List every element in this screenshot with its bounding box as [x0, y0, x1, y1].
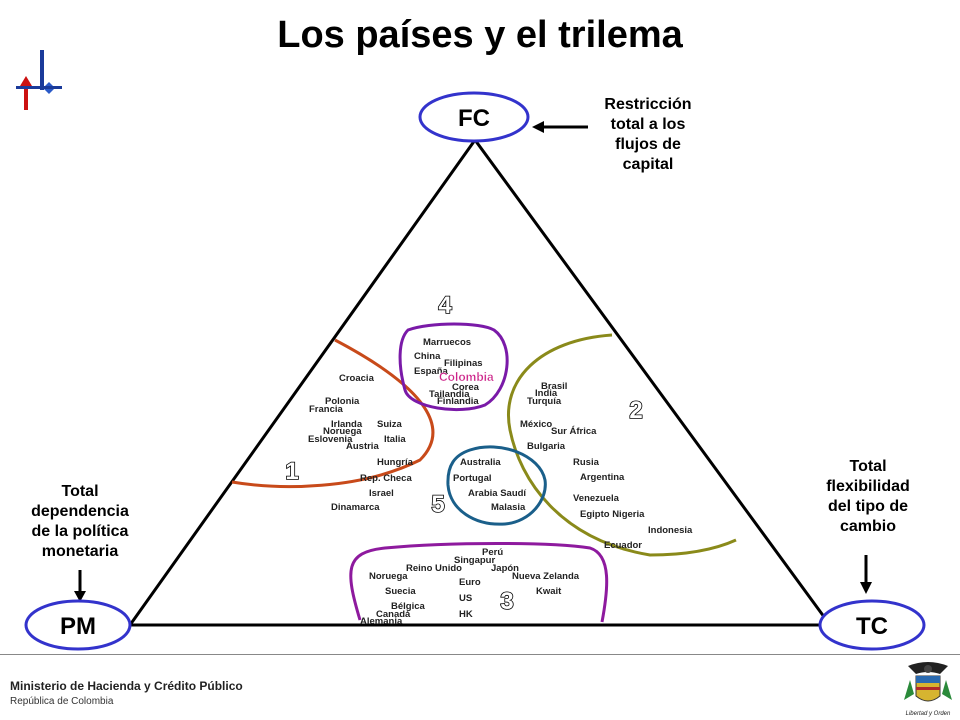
country-label: Turquía: [527, 396, 562, 407]
page-title: Los países y el trilema: [277, 14, 683, 56]
country-label: Noruega: [369, 571, 408, 582]
country-label: Italia: [384, 434, 406, 445]
group-5-number: 5: [431, 491, 444, 518]
country-label: Euro: [459, 577, 481, 588]
vertex-tc: TC: [818, 599, 926, 651]
country-label: Polonia: [325, 396, 360, 407]
country-label: Indonesia: [648, 525, 693, 536]
country-label: Ecuador: [604, 540, 642, 551]
colombia-crest-icon: Libertad y Orden: [904, 662, 952, 717]
country-label: Marruecos: [423, 337, 471, 348]
country-label: Rep. Checa: [360, 473, 412, 484]
note-line: del tipo de: [828, 498, 908, 515]
country-label: Kwait: [536, 586, 562, 597]
country-label: Croacia: [339, 373, 375, 384]
country-label: Reino Unido: [406, 563, 462, 574]
country-label: Noruega: [323, 426, 362, 437]
note-line: Total: [61, 483, 99, 500]
country-label-colombia: Colombia: [439, 370, 494, 384]
country-label: Perú: [482, 547, 503, 558]
note-line: cambio: [839, 518, 896, 535]
country-label: Bulgaria: [527, 441, 566, 452]
note-line: dependencia: [31, 503, 129, 520]
note-line: capital: [622, 156, 674, 173]
country-label: Egipto Nigeria: [580, 509, 645, 520]
note-line: Restricción: [604, 96, 692, 113]
footer-divider: [0, 654, 960, 655]
vertex-tc-label: TC: [856, 613, 888, 640]
country-label: Hungría: [377, 457, 414, 468]
country-label: Irlanda: [331, 419, 363, 430]
trilemma-triangle: [127, 137, 833, 627]
country-label: Nueva Zelanda: [512, 571, 580, 582]
vertex-pm-label: PM: [60, 613, 96, 640]
note-monetary-dependence: Total dependencia de la política monetar…: [10, 482, 150, 562]
note-line: de la política: [31, 523, 129, 540]
country-label: Corea: [452, 382, 480, 393]
country-label: Venezuela: [573, 493, 620, 504]
note-line: flujos de: [615, 136, 681, 153]
country-label: España: [414, 366, 449, 377]
group-1-number: 1: [285, 458, 298, 485]
country-label: Suecia: [385, 586, 416, 597]
country-label: México: [520, 419, 552, 430]
country-label: Francia: [309, 404, 344, 415]
country-label: Eslovenia: [308, 434, 353, 445]
note-line: flexibilidad: [826, 478, 910, 495]
arrow-flexibility-head: [860, 582, 872, 594]
note-capital-restriction: Restricción total a los flujos de capita…: [588, 95, 708, 175]
country-label: Portugal: [453, 473, 492, 484]
country-label: India: [535, 388, 558, 399]
country-label: US: [459, 593, 472, 604]
group-4-boundary: [398, 322, 509, 412]
group-5-boundary: [446, 445, 547, 526]
country-label: Suiza: [377, 419, 403, 430]
footer-republic: República de Colombia: [10, 696, 114, 707]
arrow-restriction-head: [532, 121, 544, 133]
group-3-number: 3: [500, 588, 513, 615]
country-label: Australia: [460, 457, 501, 468]
country-label: Filipinas: [444, 358, 483, 369]
country-label: Japón: [491, 563, 519, 574]
country-label: Arabia Saudí: [468, 488, 526, 499]
arrow-dependence-head: [74, 591, 86, 602]
group-4-number: 4: [438, 292, 452, 319]
country-label: HK: [459, 609, 473, 620]
country-label: Argentina: [580, 472, 625, 483]
note-line: monetaria: [41, 543, 119, 560]
country-label: Israel: [369, 488, 394, 499]
note-exchange-flexibility: Total flexibilidad del tipo de cambio: [806, 457, 930, 537]
note-line: Total: [849, 458, 887, 475]
vertex-fc-label: FC: [458, 105, 490, 132]
group-2-boundary: [507, 333, 737, 557]
country-label: Malasia: [491, 502, 526, 513]
ministry-logo-icon: [16, 50, 62, 110]
vertex-pm: PM: [24, 599, 132, 651]
country-label: Singapur: [454, 555, 495, 566]
vertex-fc: FC: [418, 91, 530, 143]
footer-ministry: Ministerio de Hacienda y Crédito Público: [10, 679, 243, 693]
country-label: Rusia: [573, 457, 600, 468]
group-3-boundary: [349, 542, 609, 623]
country-label: Austria: [346, 441, 379, 452]
note-line: total a los: [610, 116, 686, 133]
country-label: Bélgica: [391, 601, 426, 612]
country-label: Tailandia: [429, 389, 470, 400]
crest-motto: Libertad y Orden: [906, 711, 951, 717]
country-label: China: [414, 351, 441, 362]
country-label: Dinamarca: [331, 502, 380, 513]
country-label: Finlandia: [437, 396, 479, 407]
group-2-number: 2: [629, 397, 642, 424]
country-label: Brasil: [541, 381, 567, 392]
country-label: Canadá: [376, 609, 411, 620]
country-label: Alemania: [360, 616, 403, 627]
country-label: Sur África: [551, 426, 597, 437]
